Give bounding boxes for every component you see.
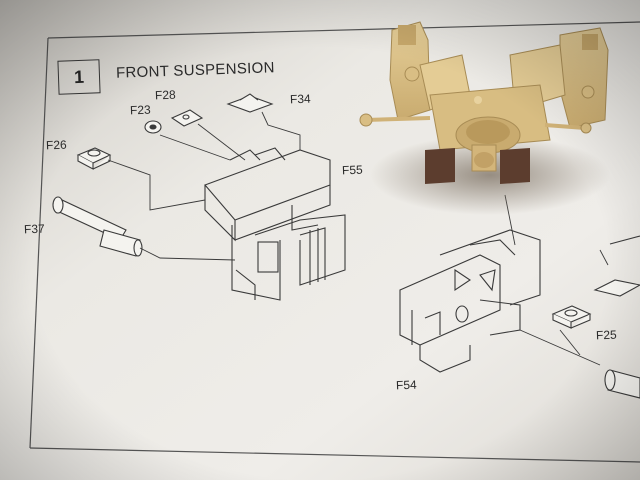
part-label-f34: F34 bbox=[289, 91, 311, 107]
part-label-f25: F25 bbox=[595, 327, 617, 343]
step-number-box: 1 bbox=[57, 59, 101, 95]
part-label-f26: F26 bbox=[45, 137, 67, 153]
part-label-f28: F28 bbox=[154, 87, 176, 103]
part-label-f23: F23 bbox=[129, 102, 151, 118]
step-number: 1 bbox=[73, 66, 85, 87]
part-label-f55: F55 bbox=[341, 162, 363, 178]
part-label-f37: F37 bbox=[23, 221, 45, 237]
part-label-f54: F54 bbox=[395, 377, 417, 393]
